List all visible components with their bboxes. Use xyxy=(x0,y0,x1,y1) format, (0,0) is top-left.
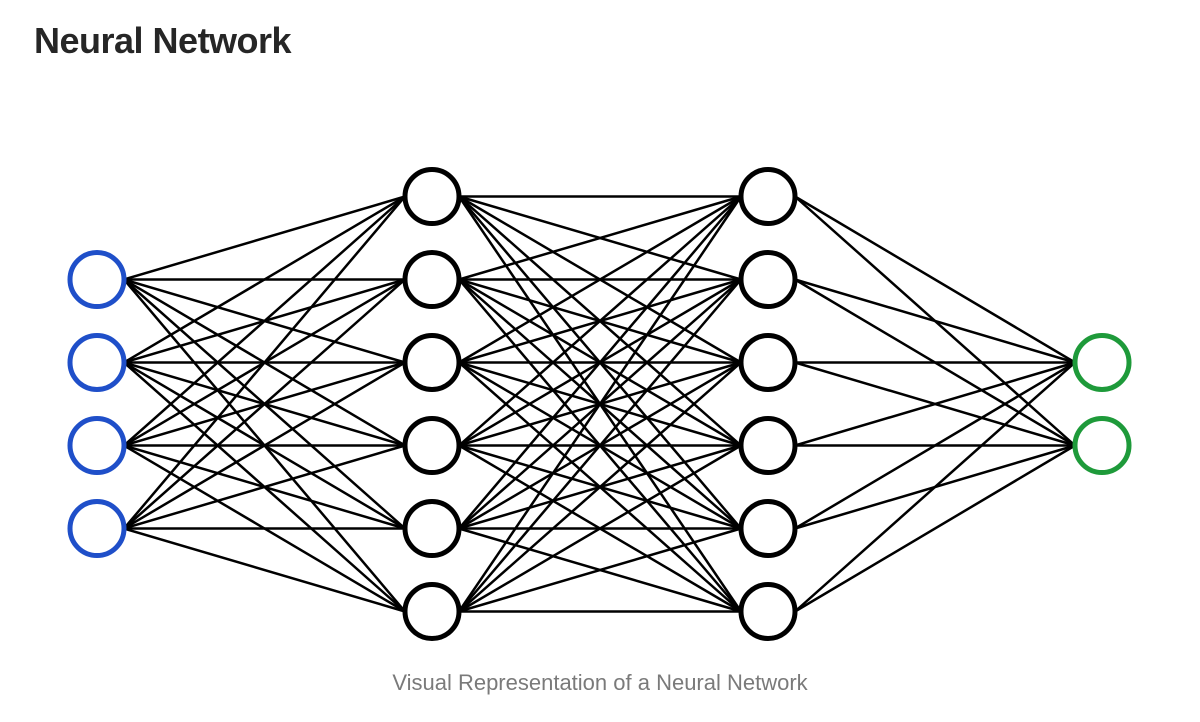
connection-hidden1-6-to-hidden2-5 xyxy=(458,527,742,613)
connection-hidden1-4-to-hidden2-1 xyxy=(458,195,742,447)
connection-hidden1-6-to-hidden2-4 xyxy=(458,444,742,613)
connection-hidden2-6-to-output-2 xyxy=(794,444,1076,613)
input-node-2 xyxy=(67,333,127,392)
connection-hidden2-5-to-output-1 xyxy=(794,361,1076,530)
diagram-caption: Visual Representation of a Neural Networ… xyxy=(392,670,808,695)
hidden2-node-1 xyxy=(738,167,798,226)
output-node-1 xyxy=(1072,333,1132,392)
connection-input-4-to-hidden1-4 xyxy=(123,444,406,530)
connection-input-4-to-hidden1-3 xyxy=(123,361,406,530)
connection-hidden2-1-to-output-1 xyxy=(794,195,1076,364)
hidden2-node-2 xyxy=(738,250,798,309)
hidden2-node-6 xyxy=(738,582,798,641)
connection-hidden1-2-to-hidden2-1 xyxy=(458,195,742,281)
input-node-3 xyxy=(67,416,127,475)
output-node-2 xyxy=(1072,416,1132,475)
connection-hidden1-6-to-hidden2-2 xyxy=(458,278,742,613)
connection-input-2-to-hidden1-1 xyxy=(123,195,406,364)
connection-hidden2-4-to-output-1 xyxy=(794,361,1076,447)
hidden2-node-3 xyxy=(738,333,798,392)
connection-hidden1-3-to-hidden2-1 xyxy=(458,195,742,364)
hidden1-node-3 xyxy=(402,333,462,392)
input-node-1 xyxy=(67,250,127,309)
connection-input-3-to-hidden1-1 xyxy=(123,195,406,447)
connections xyxy=(123,195,1076,613)
connection-hidden2-2-to-output-1 xyxy=(794,278,1076,364)
connection-hidden1-6-to-hidden2-3 xyxy=(458,361,742,613)
connection-hidden1-5-to-hidden2-1 xyxy=(458,195,742,530)
connection-input-4-to-hidden1-6 xyxy=(123,527,406,613)
connection-input-4-to-hidden1-1 xyxy=(123,195,406,530)
connection-input-4-to-hidden1-2 xyxy=(123,278,406,530)
hidden1-node-2 xyxy=(402,250,462,309)
hidden2-node-4 xyxy=(738,416,798,475)
connection-input-1-to-hidden1-1 xyxy=(123,195,406,281)
hidden2-node-5 xyxy=(738,499,798,558)
hidden1-node-4 xyxy=(402,416,462,475)
neurons xyxy=(67,167,1132,641)
page-title: Neural Network xyxy=(34,20,292,61)
connection-hidden1-6-to-hidden2-1 xyxy=(457,195,743,613)
hidden1-node-6 xyxy=(402,582,462,641)
input-node-4 xyxy=(67,499,127,558)
connection-hidden2-6-to-output-1 xyxy=(794,361,1076,613)
hidden1-node-1 xyxy=(402,167,462,226)
hidden1-node-5 xyxy=(402,499,462,558)
